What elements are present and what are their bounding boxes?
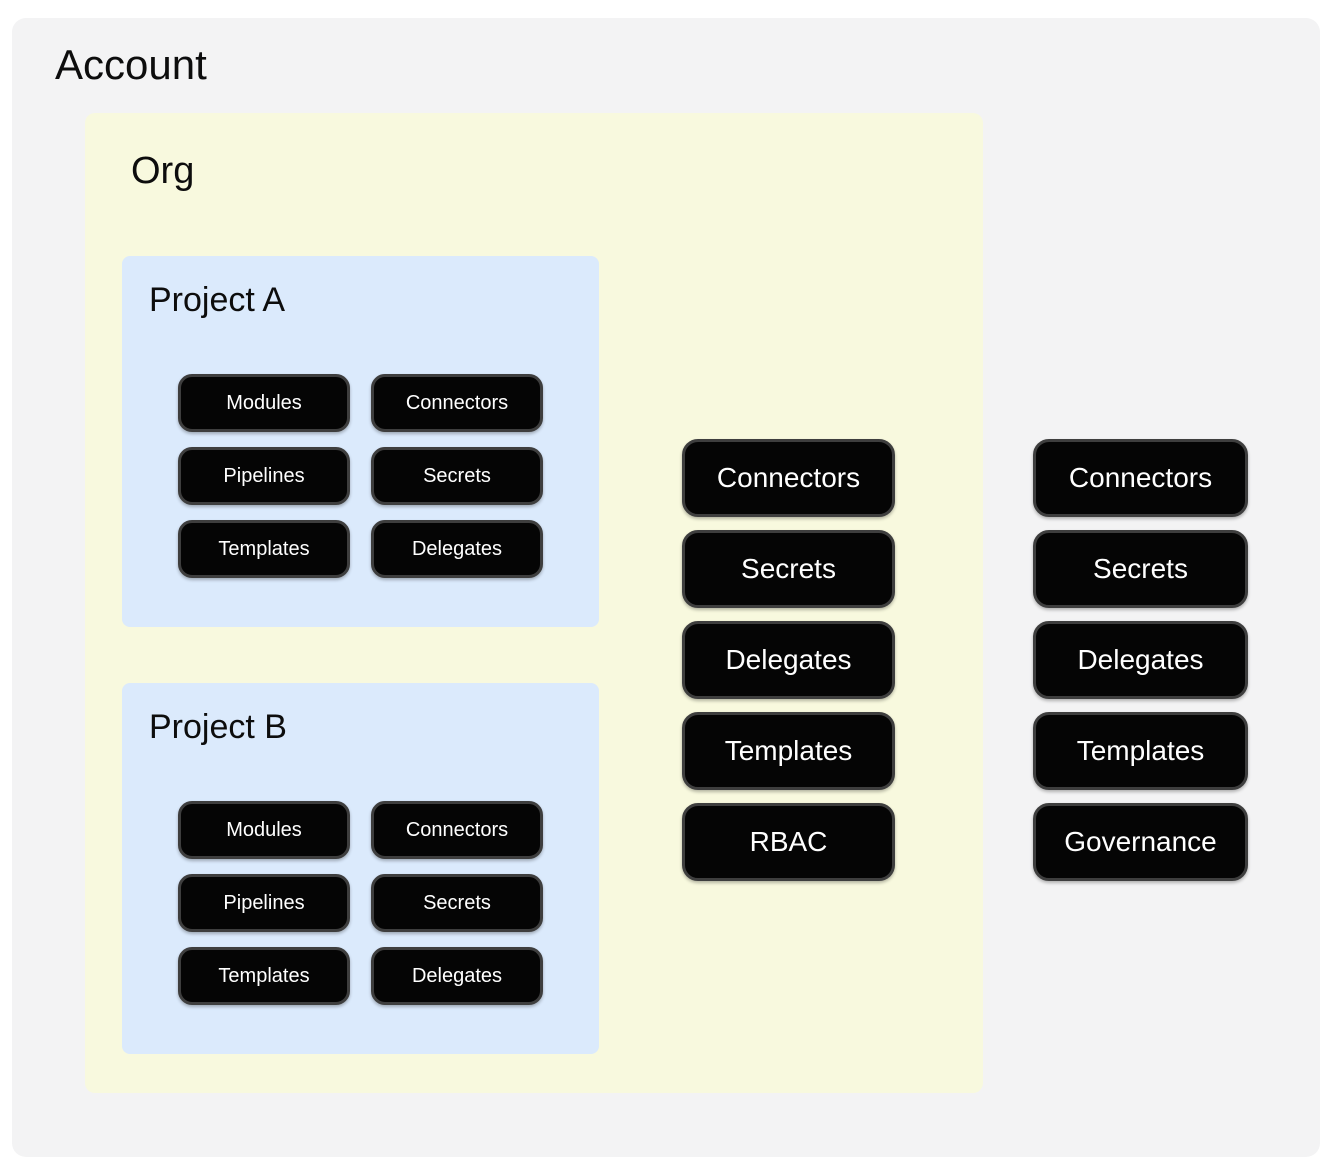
project-b-pipelines-node: Pipelines [178, 874, 350, 932]
project-b-title: Project B [149, 708, 287, 746]
org-resource-column: Connectors Secrets Delegates Templates R… [682, 439, 895, 881]
project-a-container: Project A Modules Connectors Pipelines S… [122, 256, 599, 627]
project-b-secrets-node: Secrets [371, 874, 543, 932]
org-delegates-node: Delegates [682, 621, 895, 699]
project-b-templates-node: Templates [178, 947, 350, 1005]
org-title: Org [131, 150, 195, 192]
account-title: Account [55, 41, 207, 88]
account-resource-column: Connectors Secrets Delegates Templates G… [1033, 439, 1248, 881]
org-secrets-node: Secrets [682, 530, 895, 608]
org-connectors-node: Connectors [682, 439, 895, 517]
project-a-modules-node: Modules [178, 374, 350, 432]
org-rbac-node: RBAC [682, 803, 895, 881]
project-a-templates-node: Templates [178, 520, 350, 578]
project-a-resource-grid: Modules Connectors Pipelines Secrets Tem… [178, 374, 543, 578]
org-templates-node: Templates [682, 712, 895, 790]
project-a-title: Project A [149, 281, 286, 319]
project-b-modules-node: Modules [178, 801, 350, 859]
project-b-container: Project B Modules Connectors Pipelines S… [122, 683, 599, 1054]
project-a-secrets-node: Secrets [371, 447, 543, 505]
project-b-resource-grid: Modules Connectors Pipelines Secrets Tem… [178, 801, 543, 1005]
account-secrets-node: Secrets [1033, 530, 1248, 608]
project-b-connectors-node: Connectors [371, 801, 543, 859]
account-connectors-node: Connectors [1033, 439, 1248, 517]
account-governance-node: Governance [1033, 803, 1248, 881]
account-templates-node: Templates [1033, 712, 1248, 790]
project-b-delegates-node: Delegates [371, 947, 543, 1005]
project-a-connectors-node: Connectors [371, 374, 543, 432]
account-container: Account Org Project A Modules Connectors… [12, 18, 1320, 1157]
org-container: Org Project A Modules Connectors Pipelin… [85, 113, 983, 1093]
project-a-pipelines-node: Pipelines [178, 447, 350, 505]
account-delegates-node: Delegates [1033, 621, 1248, 699]
project-a-delegates-node: Delegates [371, 520, 543, 578]
